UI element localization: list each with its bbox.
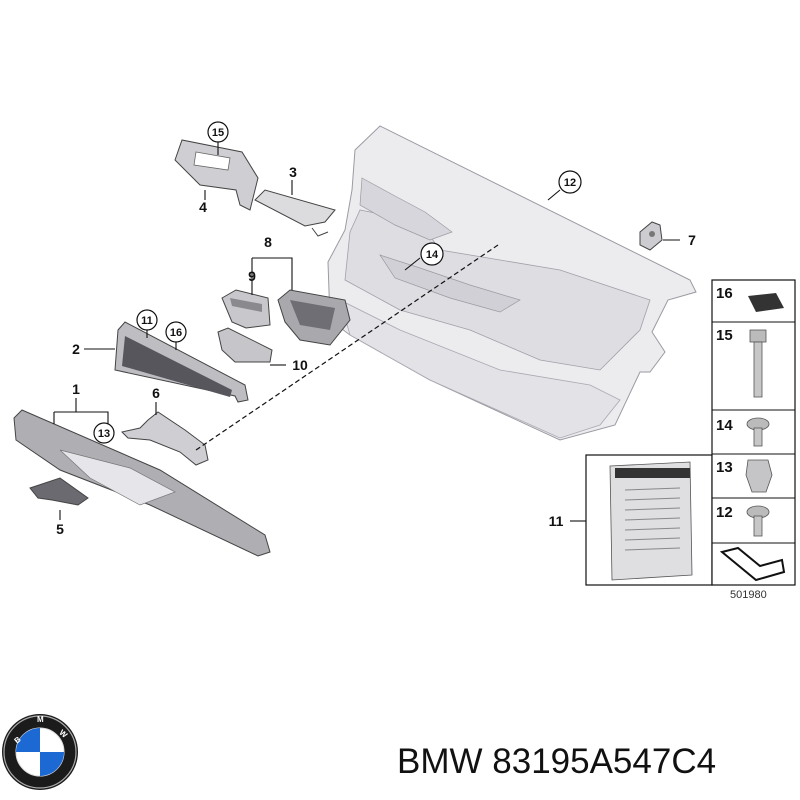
- door-panel-part: [327, 125, 697, 441]
- leader-lines: [53, 142, 680, 522]
- table-num-14: 14: [716, 417, 733, 434]
- callout-14: 14: [426, 249, 439, 261]
- cover-strip-part: [254, 189, 336, 237]
- door-handle-part: [121, 411, 209, 466]
- lower-trim-part: [217, 327, 273, 363]
- table-num-12: 12: [716, 504, 733, 521]
- bmw-logo: B M W: [2, 714, 78, 790]
- callout-8: 8: [264, 234, 272, 250]
- table-num-15: 15: [716, 327, 733, 344]
- retainer-clip-part: [639, 221, 663, 251]
- callouts: 15 3 4 12 7 8 9 14 11 16 2 10 1 6 13 5 1…: [56, 121, 696, 537]
- armrest-part: [13, 409, 271, 557]
- small-bracket-part: [29, 477, 89, 506]
- callout-7: 7: [688, 232, 696, 248]
- table-num-16: 16: [716, 285, 733, 302]
- part-number-text: BMW 83195A547C4: [397, 742, 716, 781]
- callout-16: 16: [170, 327, 182, 339]
- callout-circle-15: [207, 121, 229, 143]
- callout-12: 12: [564, 177, 576, 189]
- small-parts-table: 16 15 14 13 12: [711, 279, 796, 586]
- callout-9: 9: [248, 268, 256, 284]
- callout-6: 6: [152, 385, 160, 401]
- callout-3: 3: [289, 164, 297, 180]
- callout-11: 11: [141, 315, 153, 327]
- callout-circle-16: [165, 321, 187, 343]
- bolt-icon: [749, 329, 767, 398]
- speaker-grille-part: [114, 321, 249, 403]
- upper-switch-bracket-part: [174, 139, 259, 211]
- callout-10: 10: [292, 357, 308, 373]
- switch-housing-part: [277, 289, 351, 346]
- callout-2: 2: [72, 341, 80, 357]
- kit-bag-icon: [609, 461, 693, 581]
- callout-15: 15: [212, 127, 224, 139]
- callout-circle-14: [420, 242, 444, 266]
- callout-circle-12: [558, 170, 582, 194]
- felt-pad-icon: [748, 293, 784, 312]
- screw-icon: [746, 505, 770, 537]
- callout-circle-11: [136, 309, 158, 331]
- clip-icon: [745, 459, 773, 493]
- storage-cup-part: [221, 289, 271, 329]
- svg-text:W: W: [57, 728, 69, 740]
- table-num-13: 13: [716, 459, 733, 476]
- l-bracket-icon: [719, 546, 786, 582]
- callout-1: 1: [72, 381, 80, 397]
- parts-kit-box: [585, 454, 713, 586]
- svg-text:M: M: [37, 715, 44, 724]
- callout-13: 13: [98, 428, 110, 440]
- callout-4: 4: [199, 199, 207, 215]
- diagram-reference-code: 501980: [730, 589, 767, 601]
- svg-text:B: B: [12, 735, 22, 746]
- callout-5: 5: [56, 521, 64, 537]
- callout-circle-13: [93, 422, 115, 444]
- callout-11b: 11: [549, 513, 564, 529]
- screw-icon: [746, 417, 770, 447]
